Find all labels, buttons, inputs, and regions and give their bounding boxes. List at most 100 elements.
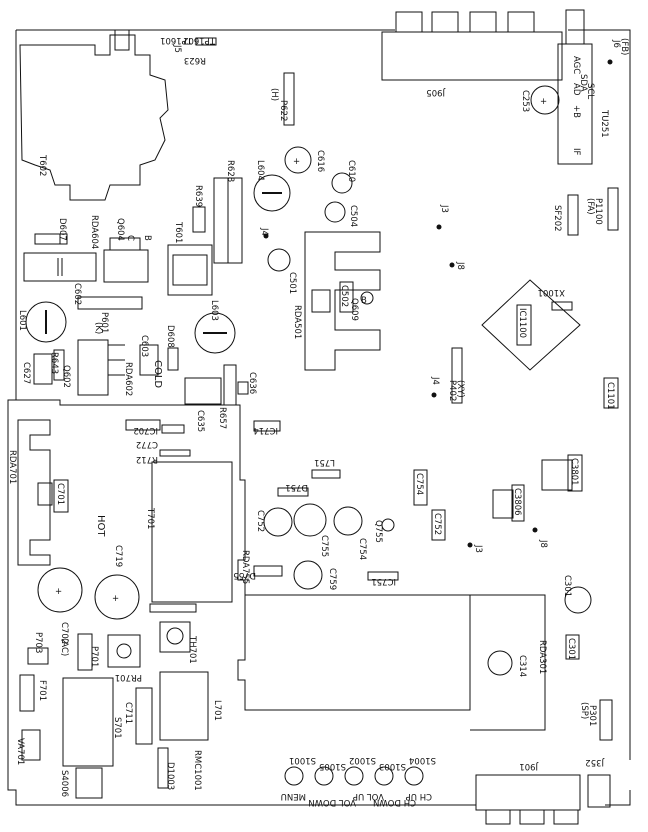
- q604-c: C: [125, 235, 135, 241]
- p402-label: P402: [447, 380, 457, 401]
- d1003-diode: D1003: [157, 747, 175, 790]
- r643-label: R643: [49, 352, 59, 374]
- x1001-label: X1001: [538, 287, 565, 297]
- c502-label: C502: [339, 285, 349, 307]
- ch-up-label: CH UP: [406, 791, 432, 801]
- p601-sub: (K): [93, 322, 103, 334]
- ic1100-label: IC1100: [517, 308, 527, 338]
- c314-label: C314: [517, 655, 527, 677]
- r657-label: R657: [217, 407, 227, 429]
- p703-sub: (AC): [59, 638, 69, 656]
- ic702-label: IC702: [133, 425, 158, 435]
- th701-thermistor: TH701: [159, 621, 197, 664]
- t701-label: T701: [145, 507, 155, 529]
- p622-sub: (H): [269, 88, 279, 101]
- c755-label: C755: [319, 535, 329, 557]
- c719-label: C719: [113, 545, 123, 567]
- j3b-jumper: J3: [467, 542, 483, 553]
- tuner-ad: AD: [571, 83, 581, 96]
- c3801-capacitor: C3801: [541, 454, 583, 492]
- c1101-capacitor: C1101: [603, 377, 619, 410]
- l701-coil: L701: [159, 671, 222, 741]
- ic1100-chip: IC1100: [481, 279, 581, 371]
- c636-label: C636: [247, 372, 257, 394]
- q602-label: Q602: [61, 365, 71, 388]
- l601-coil: L601: [17, 301, 67, 343]
- c754a-capacitor: C754: [413, 469, 428, 506]
- rda701-label: RDA701: [7, 450, 17, 484]
- c301-capacitor: C301: [562, 575, 592, 614]
- c719-capacitor: + C719: [94, 545, 140, 620]
- c711-label: C711: [123, 702, 133, 724]
- l604-coil: L604: [253, 160, 291, 212]
- p402-connector: P402 (XY): [447, 347, 465, 404]
- c504-capacitor: C504: [324, 201, 358, 227]
- ic751-label: IC751: [371, 576, 396, 586]
- x1001-crystal: X1001: [538, 287, 573, 311]
- p622-label: P622: [278, 100, 288, 121]
- p301-label: P301: [587, 705, 597, 726]
- r712-resistor: R712: [136, 449, 191, 464]
- rda701-heatsink: RDA701: [7, 419, 51, 566]
- c501-label: C501: [287, 272, 297, 294]
- c602-label: C602: [72, 283, 82, 305]
- c3806-capacitor: C3806: [492, 484, 525, 522]
- d608-diode: D608: [165, 325, 179, 371]
- q604-label: Q604: [115, 218, 125, 241]
- c610-label: C610: [346, 160, 356, 182]
- vol-down-label: VOL DOWN: [308, 797, 356, 807]
- svg-text:+: +: [55, 587, 62, 597]
- c627-label: C627: [21, 362, 31, 384]
- j3a-jumper: J3: [436, 204, 449, 230]
- s4006-switch: S4006: [59, 767, 103, 799]
- r712-label: R712: [136, 454, 158, 464]
- c759-capacitor: C759: [293, 560, 337, 590]
- l751-coil: L751: [311, 457, 341, 479]
- j6-jumper: J6 (FB): [607, 38, 629, 65]
- j3a-label: J3: [439, 204, 449, 213]
- tuner-sda: SDA: [578, 74, 588, 92]
- tp1601-group: TP1602 TP1601 R623 J5: [160, 35, 217, 65]
- c754a-label: C754: [414, 473, 424, 495]
- l601-label: L601: [17, 310, 27, 331]
- r643-resistor: R643: [49, 349, 65, 381]
- p601-connector: P601 (K): [77, 296, 143, 334]
- c3806-label: C3806: [512, 488, 522, 516]
- rda501-heatsink: RDA501: [292, 231, 381, 371]
- p1100-connector: (FA) P1100: [585, 187, 619, 231]
- ic714-chip: IC714: [253, 420, 281, 435]
- c616-label: C616: [315, 150, 325, 172]
- c755-capacitor: C755: [293, 503, 329, 557]
- rda755-group: RDA755 D755: [233, 550, 283, 584]
- c752a-label: C752: [255, 510, 265, 532]
- pr701-part: PR701: [107, 634, 142, 682]
- c701-capacitor: C701: [37, 479, 69, 513]
- c301b-label: C301: [566, 638, 576, 660]
- t601-transformer: T601: [167, 221, 213, 296]
- ic714-label: IC714: [253, 425, 278, 435]
- s1001-label: S1001: [289, 755, 316, 765]
- j905-label: J905: [426, 87, 446, 97]
- tuner-agc: AGC: [571, 56, 581, 74]
- va701-label: VA701: [15, 738, 25, 765]
- sf202-filter: SF202: [552, 194, 579, 236]
- j4b-label: J4: [430, 376, 440, 385]
- ic702-chip: IC702: [125, 419, 161, 435]
- c772-capacitor: C772: [136, 424, 185, 449]
- c702-capacitor: + C702: [37, 567, 83, 644]
- menu-label: MENU: [281, 791, 306, 801]
- p703-label: P703: [33, 632, 43, 653]
- d1003-label: D1003: [165, 762, 175, 790]
- c314-capacitor: C314: [487, 650, 527, 677]
- q609-transistor: Q609 B: [349, 291, 374, 321]
- j4a-label: J4: [259, 227, 269, 236]
- tuner-b: +B: [571, 105, 581, 118]
- tuner-if: IF: [571, 148, 581, 156]
- d607-diode: D607: [34, 218, 68, 245]
- p1100-label: P1100: [593, 198, 603, 225]
- t601-label: T601: [173, 221, 183, 243]
- l751-label: L751: [314, 457, 335, 467]
- p701-label: P701: [89, 646, 99, 667]
- s1002-label: S1002: [349, 755, 376, 765]
- r639-resistor: R639: [192, 185, 206, 233]
